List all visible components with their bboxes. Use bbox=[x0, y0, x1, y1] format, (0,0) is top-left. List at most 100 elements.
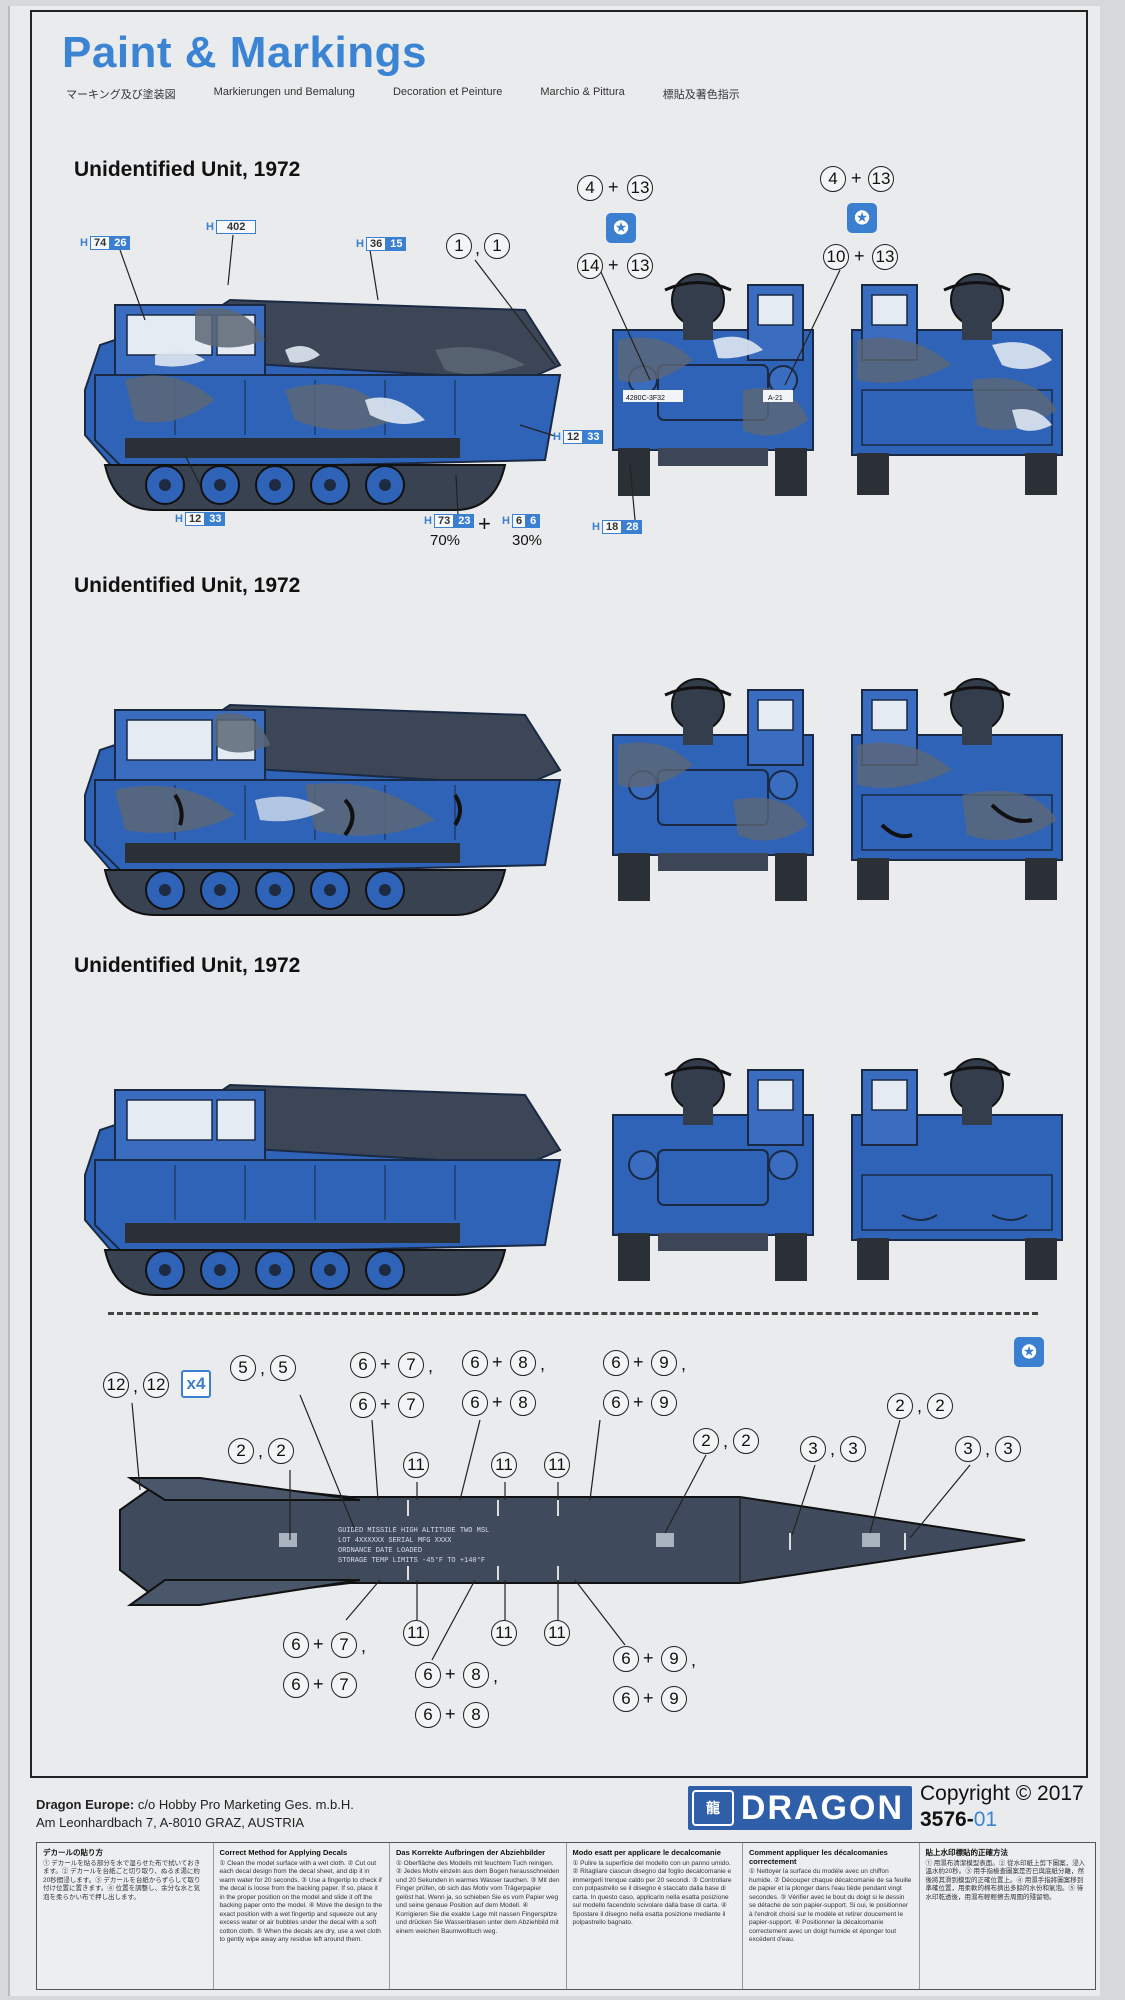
decal-callout: 11 bbox=[544, 1620, 570, 1646]
dragon-decal-icon: ✪ bbox=[847, 203, 877, 233]
decal-callout: 3 bbox=[955, 1436, 981, 1462]
instructions-german: Das Korrekte Aufbringen der Abziehbilder… bbox=[390, 1843, 567, 1989]
decal-callout: 7 bbox=[398, 1352, 424, 1378]
mix-plus: + bbox=[478, 511, 491, 536]
vehicle-rear-2 bbox=[850, 677, 1064, 902]
decal-callout: 2 bbox=[887, 1393, 913, 1419]
mix-ratio-left: 70% bbox=[430, 532, 461, 549]
decal-callout: 3 bbox=[800, 1436, 826, 1462]
decal-callout: 5 bbox=[230, 1355, 256, 1381]
decal-callout: 13 bbox=[627, 175, 653, 201]
mix-ratio-right: 30% bbox=[512, 532, 543, 549]
decal-callout: 3 bbox=[995, 1436, 1021, 1462]
decal-callout: 14 bbox=[577, 253, 603, 279]
decal-callout: 1 bbox=[446, 233, 472, 259]
decal-callout: 13 bbox=[872, 244, 898, 270]
missile-stencil-2: LOT 4XXXXXX SERIAL MFG XXXX bbox=[338, 1537, 452, 1545]
decal-callout: 6 bbox=[415, 1702, 441, 1728]
decal-callout: 7 bbox=[398, 1392, 424, 1418]
dragon-emblem-icon: 龍 bbox=[692, 1790, 734, 1826]
decal-callout: 6 bbox=[603, 1350, 629, 1376]
instructions-italian: Modo esatt per applicare le decalcomanie… bbox=[567, 1843, 743, 1989]
decal-callout: 7 bbox=[331, 1672, 357, 1698]
decal-callout: 6 bbox=[415, 1662, 441, 1688]
decal-callout: 8 bbox=[463, 1662, 489, 1688]
decal-callout: 6 bbox=[350, 1352, 376, 1378]
address-line-2: Am Leonhardbach 7, A-8010 GRAZ, AUSTRIA bbox=[36, 1815, 305, 1830]
company-address: Dragon Europe: c/o Hobby Pro Marketing G… bbox=[36, 1796, 354, 1832]
decal-callout: 6 bbox=[603, 1390, 629, 1416]
company-name: Dragon Europe: bbox=[36, 1797, 135, 1812]
dragon-decal-icon: ✪ bbox=[1014, 1337, 1044, 1367]
subtitle-italian: Marchio & Pittura bbox=[540, 86, 625, 98]
vehicle-front-2 bbox=[611, 677, 815, 903]
decal-callout: 5 bbox=[270, 1355, 296, 1381]
missile-stencil-3: ORDNANCE DATE LOADED bbox=[338, 1547, 422, 1555]
decal-callout: 6 bbox=[462, 1390, 488, 1416]
vehicle-front-3 bbox=[611, 1057, 815, 1283]
decal-callout: 2 bbox=[927, 1393, 953, 1419]
decal-callout: 3 bbox=[840, 1436, 866, 1462]
divider-dashed bbox=[108, 1312, 1038, 1315]
section-title-2: Unidentified Unit, 1972 bbox=[74, 574, 301, 597]
decal-callout: 8 bbox=[510, 1390, 536, 1416]
brand-name: DRAGON bbox=[740, 1788, 904, 1827]
decal-callout: 2 bbox=[228, 1438, 254, 1464]
decal-callout: 12 bbox=[143, 1372, 169, 1398]
quantity-badge: x4 bbox=[181, 1370, 211, 1398]
missile-stencil-1: GUIDED MISSILE HIGH ALTITUDE TWO MSL bbox=[338, 1527, 489, 1535]
decal-callout: 9 bbox=[661, 1686, 687, 1712]
decal-callout: 2 bbox=[693, 1428, 719, 1454]
vehicle-side-1 bbox=[84, 299, 561, 511]
decal-callout: 4 bbox=[577, 175, 603, 201]
decal-callout: 6 bbox=[283, 1672, 309, 1698]
decal-callout: 6 bbox=[283, 1632, 309, 1658]
vehicle-side-3 bbox=[84, 1084, 561, 1296]
decal-callout: 4 bbox=[820, 166, 846, 192]
subtitle-french: Decoration et Peinture bbox=[392, 86, 503, 98]
subtitle-chinese: 標貼及著色指示 bbox=[662, 89, 740, 101]
decal-callout: 11 bbox=[403, 1452, 429, 1478]
decal-callout: 11 bbox=[491, 1452, 517, 1478]
page-title: Paint & Markings bbox=[62, 28, 427, 77]
decal-callout: 12 bbox=[103, 1372, 129, 1398]
decal-callout: 8 bbox=[463, 1702, 489, 1728]
decal-callout: 10 bbox=[823, 244, 849, 270]
decal-callout: 9 bbox=[651, 1350, 677, 1376]
decal-callout: 6 bbox=[462, 1350, 488, 1376]
vehicle-side-2 bbox=[84, 704, 561, 916]
plate-front: 4280C-3F32 bbox=[626, 395, 665, 402]
dragon-decal-icon: ✪ bbox=[606, 213, 636, 243]
decal-callout: 13 bbox=[627, 253, 653, 279]
copyright-text: Copyright © 2017 bbox=[920, 1782, 1084, 1805]
dragon-logo: 龍 DRAGON bbox=[688, 1786, 912, 1830]
decal-callout: 11 bbox=[544, 1452, 570, 1478]
address-line-1: c/o Hobby Pro Marketing Ges. m.b.H. bbox=[137, 1797, 354, 1812]
missile-drawing: GUIDED MISSILE HIGH ALTITUDE TWO MSL LOT… bbox=[119, 1476, 1026, 1607]
vehicle-front-1: 4280C-3F32 A-21 bbox=[611, 272, 815, 498]
decal-callout: 2 bbox=[268, 1438, 294, 1464]
decal-callout: 6 bbox=[613, 1686, 639, 1712]
language-subtitles: マーキング及び塗装図 Markierungen und Bemalung Dec… bbox=[66, 86, 740, 102]
instructions-french: Comment appliquer les décalcomanies corr… bbox=[743, 1843, 920, 1989]
decal-callout: 8 bbox=[510, 1350, 536, 1376]
paint-frame bbox=[30, 10, 1088, 1778]
decal-callout: 9 bbox=[651, 1390, 677, 1416]
vehicle-rear-3 bbox=[850, 1057, 1064, 1282]
decal-callout: 7 bbox=[331, 1632, 357, 1658]
decal-callout: 6 bbox=[350, 1392, 376, 1418]
decal-callout: 13 bbox=[868, 166, 894, 192]
leader-lines bbox=[119, 234, 971, 1661]
